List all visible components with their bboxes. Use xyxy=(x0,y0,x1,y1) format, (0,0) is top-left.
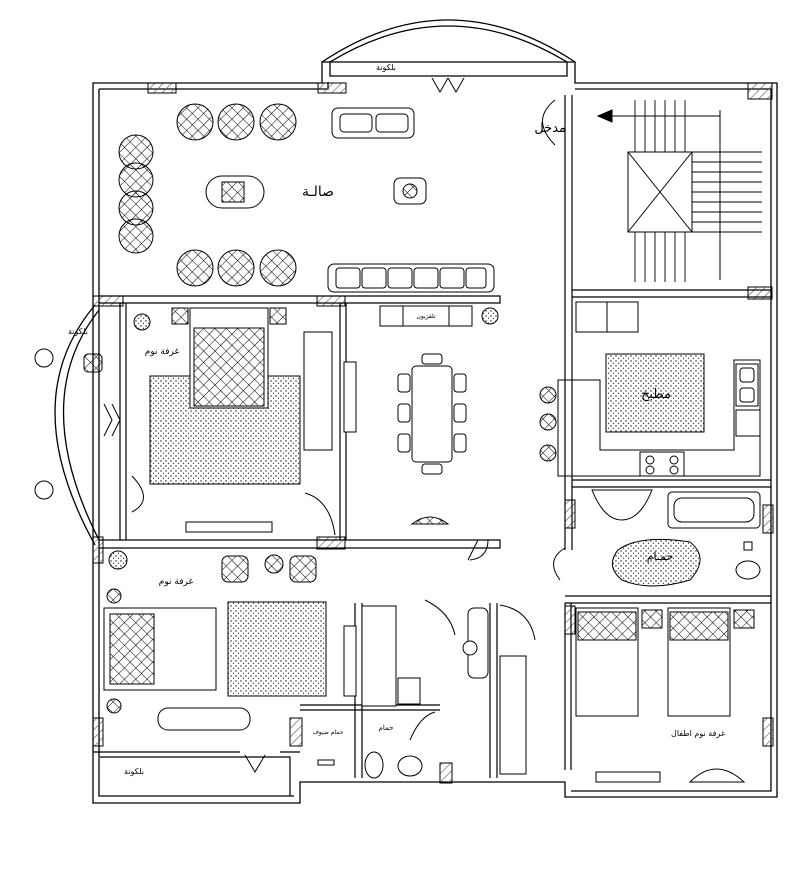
bath-mat-icon xyxy=(611,538,701,587)
toilet-icon xyxy=(364,751,384,779)
plant-icon xyxy=(108,550,128,570)
plant-icon xyxy=(133,313,151,331)
basin-icon xyxy=(397,755,423,777)
sink-icon xyxy=(735,363,759,407)
carpet-icon xyxy=(227,601,327,697)
lamp-icon xyxy=(131,475,144,513)
plant-icon xyxy=(481,307,499,325)
bar-stool-icon xyxy=(539,386,557,462)
kitchen-island-icon xyxy=(605,353,705,433)
armchair-icon xyxy=(221,555,317,583)
balcony-left xyxy=(34,348,103,500)
label-guest-wc: حمام ضيوف xyxy=(313,729,344,736)
label-kitchen: مطبخ xyxy=(641,387,671,402)
label-entrance: مدخل xyxy=(534,121,566,136)
lamp-icon xyxy=(688,768,746,783)
label-living-hall: صالـة xyxy=(302,184,334,200)
interior-walls xyxy=(93,95,771,796)
wardrobe-icon xyxy=(499,655,527,775)
dresser-icon xyxy=(595,771,661,783)
structural-columns xyxy=(92,82,774,784)
bathroom-furniture xyxy=(591,489,761,587)
label-kids-bedroom: غرفة نوم اطفال xyxy=(671,729,725,738)
stair-icon xyxy=(596,100,762,282)
label-left-bedroom: غرفة نوم xyxy=(159,577,194,587)
wardrobe-icon xyxy=(361,605,397,707)
label-bathroom-upper: حمـام xyxy=(647,550,674,563)
label-bathroom-lower: حمام xyxy=(379,724,394,732)
chaise-icon xyxy=(157,707,251,731)
label-tv-unit: تلفزيون xyxy=(416,313,436,320)
kids-bedroom-furniture xyxy=(575,607,755,783)
kitchen-furniture xyxy=(539,301,761,477)
doors xyxy=(103,77,566,773)
room-labels: صالـة مدخل مطبخ حمـام غرفة نوم غرفة نوم … xyxy=(68,63,725,776)
wardrobe-icon xyxy=(303,331,333,451)
wardrobe-icon xyxy=(343,625,357,697)
dining-table-icon xyxy=(397,353,467,525)
living-room-furniture xyxy=(118,103,499,327)
sofa-icon xyxy=(327,107,495,293)
armchair-icon xyxy=(83,353,103,373)
label-balcony-top: بلكونة xyxy=(376,63,396,72)
side-table-icon xyxy=(264,554,284,574)
stove-icon xyxy=(639,451,685,477)
left-bedroom-furniture xyxy=(103,550,357,731)
label-balcony-bottom: بلكونة xyxy=(124,767,144,776)
basin-icon xyxy=(591,489,653,521)
label-master-bedroom: غرفة نوم xyxy=(145,347,180,357)
dresser-icon xyxy=(185,521,273,533)
label-balcony-left: بلكونة xyxy=(68,327,88,336)
toilet-icon xyxy=(735,560,761,580)
master-bedroom-furniture xyxy=(131,307,357,533)
center-bath-furniture xyxy=(317,605,527,779)
armchair-icon xyxy=(118,103,297,287)
